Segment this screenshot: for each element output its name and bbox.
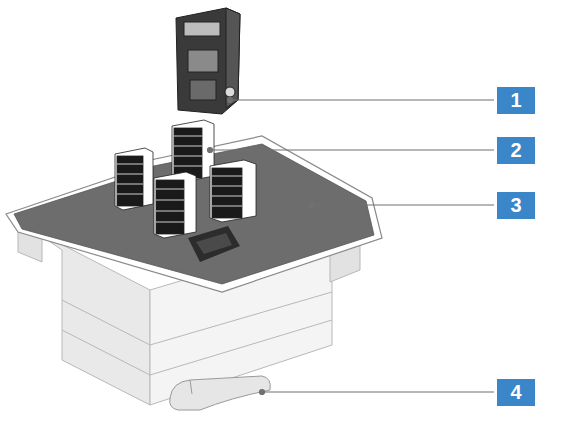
leader-lines <box>208 98 495 395</box>
callout-number: 1 <box>497 87 535 114</box>
callout-number: 3 <box>497 192 535 219</box>
ink-blocks <box>115 120 256 238</box>
curved-part <box>170 376 271 410</box>
callout-number: 2 <box>497 137 535 164</box>
print-cartridge <box>176 8 240 114</box>
callout-number: 4 <box>497 379 535 406</box>
